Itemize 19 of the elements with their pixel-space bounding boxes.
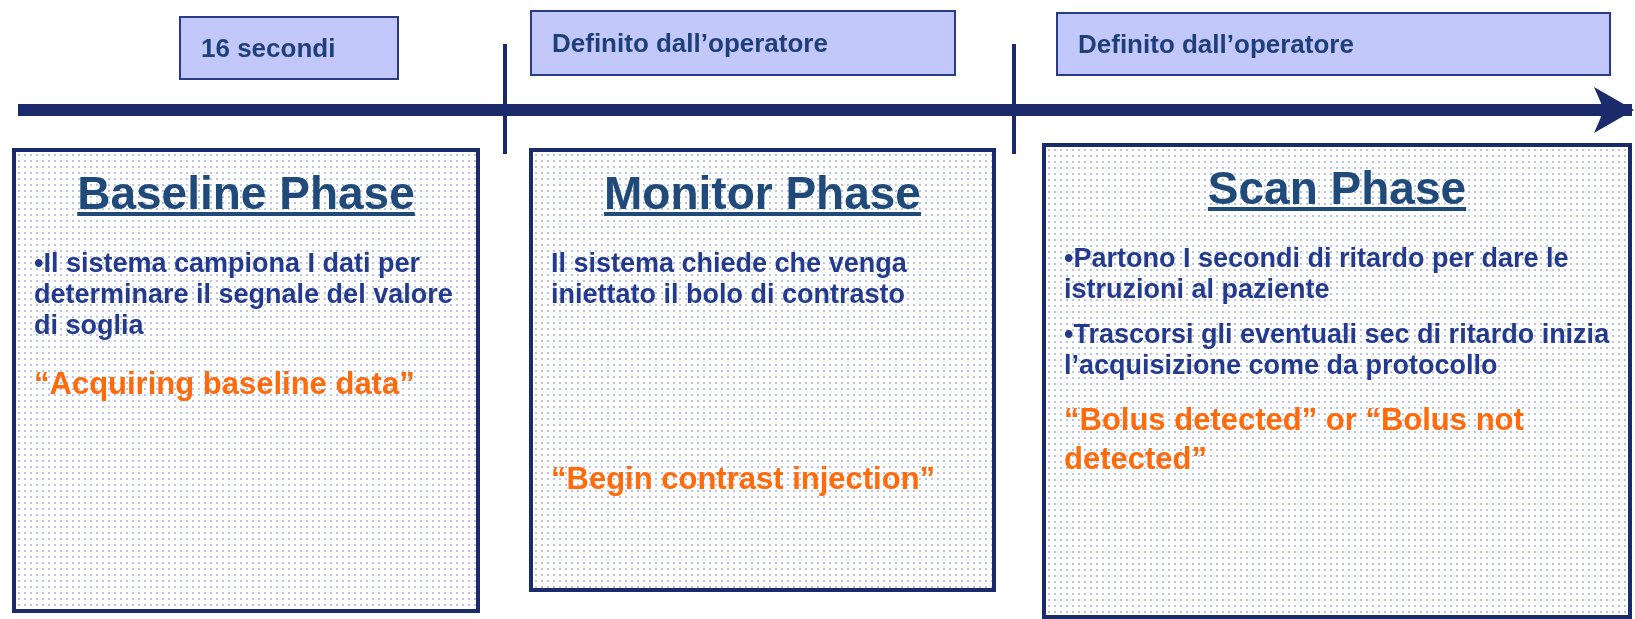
description-text: •Partono I secondi di ritardo per dare le istruzioni al paziente — [1064, 243, 1570, 306]
phase-panel — [12, 148, 480, 613]
status-message: “Begin contrast injection” — [551, 460, 937, 499]
duration-text: 16 secondi — [201, 32, 336, 64]
phase-title: Baseline Phase — [77, 166, 415, 220]
phase-title: Monitor Phase — [604, 166, 921, 220]
phase-panel — [529, 148, 996, 592]
duration-text: Definito dall’operatore — [552, 27, 828, 59]
duration-label-box — [530, 10, 956, 76]
duration-text: Definito dall’operatore — [1078, 28, 1354, 60]
phase-title: Scan Phase — [1207, 161, 1467, 215]
description-text: Il sistema chiede che venga iniettato il bolo di contrasto — [551, 248, 908, 311]
description-text: •Il sistema campiona I dati per determinare il segnale del valore di soglia — [34, 248, 454, 342]
description-text: •Trascorsi gli eventuali sec di ritardo inizia l’acquisizione come da protocollo — [1064, 319, 1610, 382]
duration-label-box — [179, 16, 399, 80]
status-message: “Acquiring baseline data” — [34, 365, 416, 404]
status-message: “Bolus detected” or “Bolus not detected” — [1064, 401, 1525, 478]
phase-panel — [1042, 143, 1632, 619]
duration-label-box — [1056, 12, 1611, 76]
